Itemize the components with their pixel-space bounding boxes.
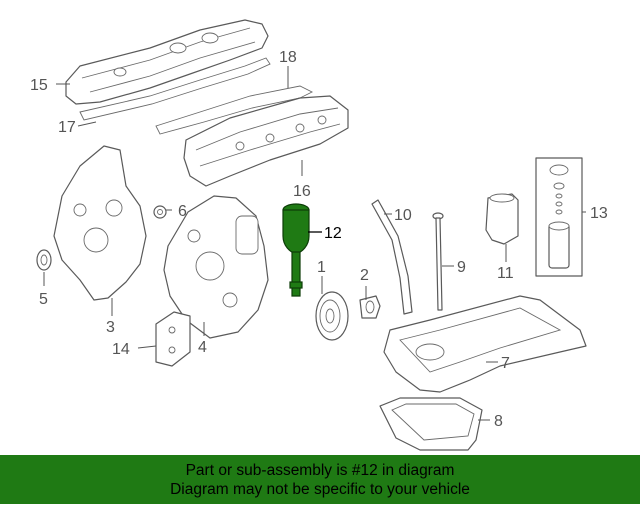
part-2-bushing[interactable] bbox=[359, 295, 381, 319]
callout-15: 15 bbox=[30, 77, 48, 94]
callout-16: 16 bbox=[293, 183, 311, 200]
callout-11: 11 bbox=[497, 265, 514, 282]
callout-10: 10 bbox=[394, 207, 412, 224]
part-16-cylinder-head-cover[interactable] bbox=[183, 95, 349, 187]
callout-14: 14 bbox=[112, 341, 130, 358]
part-3-timing-cover[interactable] bbox=[53, 145, 147, 301]
callout-3: 3 bbox=[106, 319, 115, 336]
part-6-seal[interactable] bbox=[153, 205, 167, 219]
part-18-gasket[interactable] bbox=[155, 85, 314, 135]
part-9-dipstick[interactable] bbox=[432, 212, 444, 311]
part-13-filter-kit[interactable] bbox=[535, 157, 583, 277]
part-1-pulley[interactable] bbox=[315, 291, 349, 341]
callout-17: 17 bbox=[58, 119, 76, 136]
part-17-gasket[interactable] bbox=[79, 57, 271, 121]
banner-line-2: Diagram may not be specific to your vehi… bbox=[170, 481, 470, 498]
part-7-oil-pan-upper[interactable] bbox=[383, 295, 587, 393]
part-8-oil-pan-lower[interactable] bbox=[379, 397, 483, 451]
part-11-filter-housing[interactable] bbox=[485, 193, 519, 245]
callout-13: 13 bbox=[590, 205, 608, 222]
part-12-oil-filler-tube[interactable] bbox=[282, 203, 310, 297]
part-4-front-cover[interactable] bbox=[163, 195, 269, 339]
callout-4: 4 bbox=[198, 339, 207, 356]
callout-2: 2 bbox=[360, 267, 369, 284]
callout-12: 12 bbox=[324, 225, 342, 242]
banner-line-1: Part or sub-assembly is #12 in diagram bbox=[185, 462, 455, 479]
engine-parts-diagram: 15 17 18 16 6 5 3 4 14 1 2 10 9 11 13 7 … bbox=[30, 19, 608, 451]
part-15-valve-cover[interactable] bbox=[65, 19, 269, 105]
info-banner: Part or sub-assembly is #12 in diagram D… bbox=[0, 455, 640, 504]
callout-9: 9 bbox=[457, 259, 466, 276]
part-10-guide-tube[interactable] bbox=[371, 199, 413, 315]
callout-5: 5 bbox=[39, 291, 48, 308]
callout-7: 7 bbox=[501, 355, 510, 372]
part-5-seal[interactable] bbox=[36, 249, 52, 271]
callout-6: 6 bbox=[178, 203, 187, 220]
callout-8: 8 bbox=[494, 413, 503, 430]
callout-18: 18 bbox=[279, 49, 297, 66]
callout-1: 1 bbox=[317, 259, 326, 276]
part-14-cover-plate[interactable] bbox=[155, 311, 191, 367]
